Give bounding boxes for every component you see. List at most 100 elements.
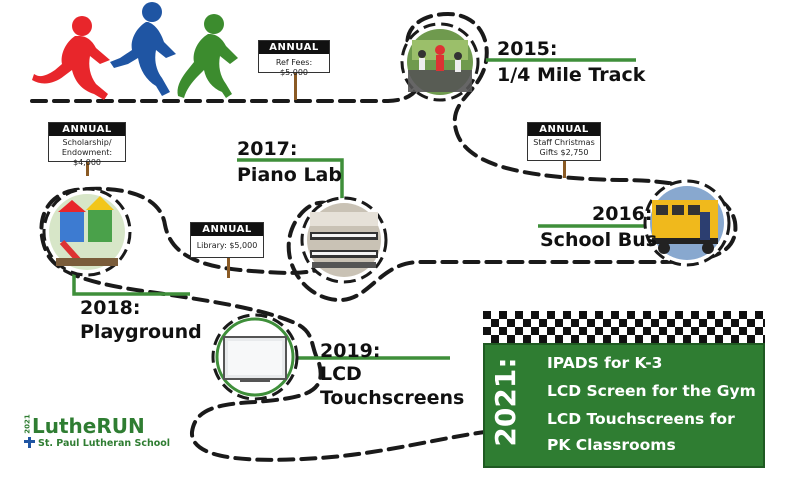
checker-square: [491, 319, 499, 327]
finish-box-2021: 2021: IPADS for K-3 LCD Screen for the G…: [483, 343, 765, 468]
checker-square: [587, 335, 595, 343]
runner-blue-icon: [110, 2, 176, 96]
checker-square: [595, 311, 603, 319]
milestone-2016-year: 2016:: [592, 203, 653, 225]
logo-school: St. Paul Lutheran School: [38, 438, 171, 449]
checker-square: [571, 319, 579, 327]
checkered-flag: [483, 311, 765, 343]
checker-square: [755, 311, 763, 319]
checker-square: [547, 327, 555, 335]
checker-square: [491, 335, 499, 343]
checker-square: [723, 327, 731, 335]
checker-square: [587, 319, 595, 327]
checker-square: [763, 319, 765, 327]
annual-sign-heading: ANNUAL: [49, 123, 125, 136]
annual-sign-heading: ANNUAL: [528, 123, 600, 136]
checker-square: [603, 319, 611, 327]
checker-square: [611, 327, 619, 335]
finish-item-touchscreens: LCD Touchscreens for: [547, 410, 735, 428]
milestone-2017-year: 2017:: [237, 138, 298, 160]
annual-sign-scholarship: ANNUAL Scholarship/ Endowment: $4,000: [48, 122, 126, 167]
finish-item-gym-screen: LCD Screen for the Gym: [547, 382, 756, 400]
checker-square: [739, 311, 747, 319]
checker-square: [691, 311, 699, 319]
checker-square: [691, 327, 699, 335]
checker-square: [659, 327, 667, 335]
checker-square: [603, 335, 611, 343]
annual-sign-staff-gifts: ANNUAL Staff Christmas Gifts $2,750: [527, 122, 601, 161]
checker-square: [635, 335, 643, 343]
checker-square: [531, 327, 539, 335]
milestone-2019-year: 2019:: [320, 340, 381, 362]
checker-square: [523, 319, 531, 327]
playground-photo: [42, 187, 132, 277]
milestone-2015-year: 2015:: [497, 38, 558, 60]
checker-square: [755, 327, 763, 335]
checker-square: [539, 319, 547, 327]
annual-sign-ref-fees: ANNUAL Ref Fees: $5,000: [258, 40, 330, 77]
checker-square: [747, 319, 755, 327]
milestone-2018-item: Playground: [80, 321, 202, 343]
checker-square: [619, 319, 627, 327]
checker-square: [699, 319, 707, 327]
checker-square: [675, 311, 683, 319]
runner-red-icon: [32, 16, 110, 100]
checker-square: [619, 335, 627, 343]
checker-square: [571, 335, 579, 343]
logo-year: 2021: [23, 414, 32, 434]
milestone-2019-item-line2: Touchscreens: [320, 387, 465, 409]
checker-square: [483, 311, 491, 319]
checker-square: [563, 327, 571, 335]
checker-square: [563, 311, 571, 319]
checker-square: [611, 311, 619, 319]
checker-square: [715, 335, 723, 343]
milestone-2017-item: Piano Lab: [237, 164, 342, 186]
checker-square: [731, 335, 739, 343]
checker-square: [683, 335, 691, 343]
checker-square: [507, 319, 515, 327]
checker-square: [579, 327, 587, 335]
checker-square: [547, 311, 555, 319]
annual-sign-heading: ANNUAL: [259, 41, 329, 54]
annual-sign-library: ANNUAL Library: $5,000: [190, 222, 264, 258]
milestone-2018-year: 2018:: [80, 297, 141, 319]
checker-square: [643, 311, 651, 319]
finish-item-pk-classrooms: PK Classrooms: [547, 436, 676, 454]
milestone-2015-item: 1/4 Mile Track: [497, 64, 646, 86]
checker-square: [667, 319, 675, 327]
running-track-photo: [400, 22, 480, 102]
checker-square: [499, 311, 507, 319]
finish-item-ipads: IPADS for K-3: [547, 354, 663, 372]
checker-square: [739, 327, 747, 335]
checker-square: [659, 311, 667, 319]
checker-square: [579, 311, 587, 319]
checker-square: [715, 319, 723, 327]
annual-sign-text: Ref Fees: $5,000: [275, 58, 313, 77]
checker-square: [515, 327, 523, 335]
annual-sign-text: Staff Christmas Gifts $2,750: [533, 138, 595, 157]
finish-year: 2021:: [489, 357, 522, 447]
checker-square: [595, 327, 603, 335]
checker-square: [627, 327, 635, 335]
checker-square: [763, 335, 765, 343]
checker-square: [507, 335, 515, 343]
touchscreen-photo: [211, 313, 299, 401]
cross-icon: [24, 437, 35, 448]
checker-square: [667, 335, 675, 343]
annual-sign-text: Library: $5,000: [196, 241, 258, 250]
checker-square: [675, 327, 683, 335]
checker-square: [707, 327, 715, 335]
checker-square: [651, 335, 659, 343]
checker-square: [483, 327, 491, 335]
checker-square: [555, 335, 563, 343]
checker-square: [515, 311, 523, 319]
runner-green-icon: [177, 14, 238, 98]
checker-square: [643, 327, 651, 335]
checker-square: [499, 327, 507, 335]
checker-square: [523, 335, 531, 343]
checker-square: [731, 319, 739, 327]
school-bus-photo: [643, 179, 731, 267]
checker-square: [707, 311, 715, 319]
annual-sign-text: Scholarship/ Endowment: $4,000: [61, 138, 113, 167]
